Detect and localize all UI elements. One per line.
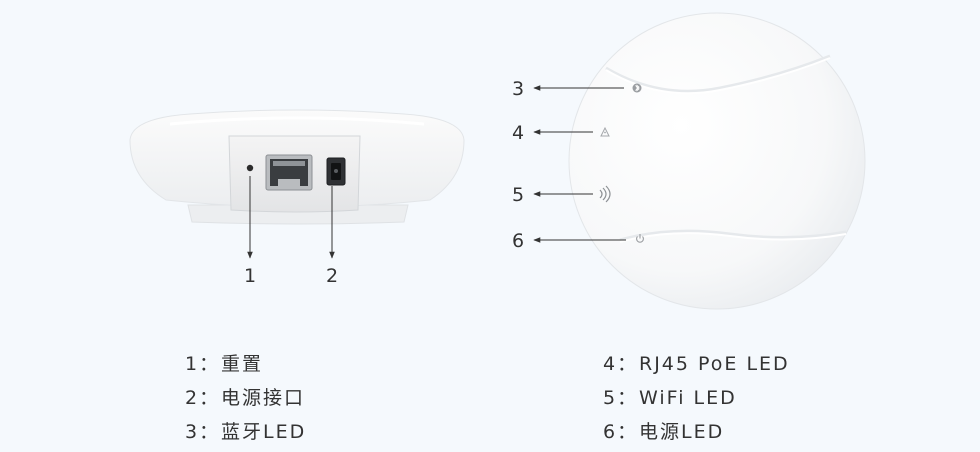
legend-left: 1： 重置 2： 电源接口 3： 蓝牙LED <box>185 347 306 449</box>
legend-item: 6： 电源LED <box>603 415 790 449</box>
legend-item: 5： WiFi LED <box>603 381 790 415</box>
legend-number: 6： <box>603 421 639 443</box>
callout-label-3: 3 <box>512 78 524 100</box>
legend-label: 电源接口 <box>221 387 306 409</box>
callout-label-2: 2 <box>326 265 338 287</box>
callout-label-4: 4 <box>512 122 524 144</box>
power-icon <box>636 234 644 243</box>
legend-right: 4： RJ45 PoE LED 5： WiFi LED 6： 电源LED <box>603 347 790 449</box>
legend-number: 2： <box>185 387 221 409</box>
legend-number: 4： <box>603 353 639 375</box>
legend-label: 重置 <box>221 353 264 375</box>
legend-label: 电源LED <box>639 421 725 443</box>
legend-number: 1： <box>185 353 221 375</box>
device-top-view <box>568 12 866 310</box>
device-side-view <box>129 109 465 225</box>
power-jack <box>326 157 346 186</box>
callout-label-1: 1 <box>244 265 256 287</box>
callout-label-6: 6 <box>512 230 524 252</box>
legend-item: 2： 电源接口 <box>185 381 306 415</box>
legend-item: 4： RJ45 PoE LED <box>603 347 790 381</box>
network-icon <box>600 126 610 137</box>
legend-item: 1： 重置 <box>185 347 306 381</box>
legend-label: 蓝牙LED <box>221 421 307 443</box>
bluetooth-icon <box>632 83 642 93</box>
wifi-icon <box>599 185 611 203</box>
legend-label: WiFi LED <box>639 387 737 409</box>
legend-item: 3： 蓝牙LED <box>185 415 306 449</box>
rj45-port <box>265 154 313 191</box>
legend-number: 5： <box>603 387 639 409</box>
callout-label-5: 5 <box>512 184 524 206</box>
legend-number: 3： <box>185 421 221 443</box>
legend-label: RJ45 PoE LED <box>639 353 790 375</box>
reset-hole <box>246 164 254 172</box>
